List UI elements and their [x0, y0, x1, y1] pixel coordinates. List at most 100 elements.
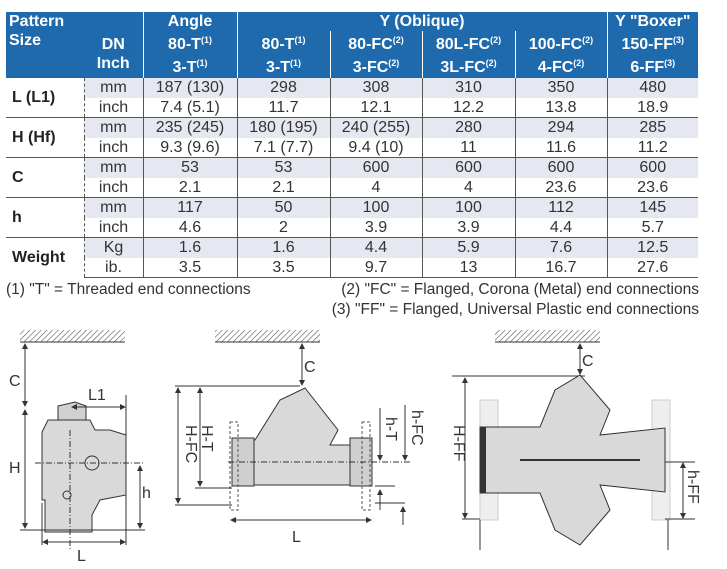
- angle-header: Angle: [142, 12, 237, 31]
- valve-dimensions-table: Pattern Angle Y (Oblique) Y "Boxer" Size…: [6, 12, 698, 278]
- angle-valve-diagram: C L1 H h L: [9, 330, 151, 565]
- cell: 280: [421, 117, 515, 138]
- cell: 100: [421, 197, 515, 218]
- model-header: 150-FF(3)6-FF(3): [606, 31, 698, 78]
- cell: 294: [514, 117, 607, 138]
- cell: 7.4 (5.1): [142, 97, 237, 118]
- cell: 180 (195): [236, 117, 330, 138]
- unit: inch: [98, 218, 129, 236]
- model-dn: 150-FF: [621, 36, 674, 53]
- cell: 11.6: [514, 137, 607, 158]
- cell: 5.9: [421, 237, 515, 258]
- dn-label: DN: [101, 36, 125, 53]
- row-label: Weight: [6, 237, 85, 278]
- model-inch: 6-FF: [630, 59, 665, 76]
- cell: 298: [236, 77, 330, 98]
- cell: 9.4 (10): [329, 137, 422, 158]
- boxer-h-ff-small-label: h-FF: [684, 470, 701, 504]
- cell: 7.6: [514, 237, 607, 258]
- cell: 7.1 (7.7): [236, 137, 330, 158]
- footnote-ref: (3): [664, 58, 676, 68]
- model-header: 80L-FC(2)3L-FC(2): [421, 31, 515, 78]
- footnote-ref: (2): [485, 58, 497, 68]
- size-header: Size: [6, 31, 84, 78]
- model-inch: 3-T: [266, 59, 290, 76]
- cell: 23.6: [514, 177, 607, 198]
- cell: 11.7: [236, 97, 330, 118]
- cell: 2.1: [236, 177, 330, 198]
- cell: 50: [236, 197, 330, 218]
- boxer-header: Y "Boxer": [606, 12, 698, 31]
- footnote-ref: (2): [392, 35, 404, 45]
- footnote-ref: (1): [290, 58, 301, 68]
- cell: 4.6: [142, 217, 237, 238]
- model-header: 100-FC(2)4-FC(2): [514, 31, 607, 78]
- cell: 4: [329, 177, 422, 198]
- oblique-h-fc-label: H-FC: [182, 425, 199, 463]
- cell: 480: [606, 77, 698, 98]
- cell: 27.6: [606, 257, 698, 278]
- cell: 4.4: [514, 217, 607, 238]
- cell: 112: [514, 197, 607, 218]
- footnote-ref: (3): [673, 35, 685, 45]
- cell: 1.6: [236, 237, 330, 258]
- unit: ib.: [84, 257, 143, 278]
- cell: 2.1: [142, 177, 237, 198]
- boxer-valve-diagram: C H-FF h-FF: [450, 330, 701, 550]
- angle-small-h-label: h: [142, 485, 151, 502]
- unit: inch: [98, 178, 129, 196]
- oblique-h-t-label: H-T: [198, 425, 215, 452]
- model-inch: 4-FC: [537, 59, 574, 76]
- cell: 16.7: [514, 257, 607, 278]
- cell: 600: [421, 157, 515, 178]
- footnote-3: (3) "FF" = Flanged, Universal Plastic en…: [331, 301, 699, 318]
- cell: 12.1: [329, 97, 422, 118]
- inch-label: Inch: [96, 55, 130, 72]
- unit: mm: [84, 77, 143, 98]
- footnote-ref: (1): [196, 58, 208, 68]
- angle-l-label: L: [77, 548, 86, 565]
- footnote-2: (2) "FC" = Flanged, Corona (Metal) end c…: [341, 281, 699, 298]
- model-inch: 3L-FC: [440, 59, 486, 76]
- cell: 3.5: [236, 257, 330, 278]
- cell: 235 (245): [142, 117, 237, 138]
- valve-diagrams: C L1 H h L C H-FC H-T h-T h-FC: [9, 330, 701, 565]
- row-label: C: [6, 157, 85, 198]
- cell: 350: [514, 77, 607, 98]
- cell: 11: [421, 137, 515, 158]
- cell: 310: [421, 77, 515, 98]
- model-dn: 80L-FC: [435, 36, 491, 53]
- cell: 308: [329, 77, 422, 98]
- angle-l1-label: L1: [88, 387, 106, 404]
- footnote-ref: (2): [490, 35, 502, 45]
- footnote-ref: (2): [582, 35, 594, 45]
- cell: 12.2: [421, 97, 515, 118]
- model-dn: 80-T: [261, 36, 295, 53]
- oblique-h-fc-small-label: h-FC: [408, 410, 425, 446]
- oblique-h-t-small-label: h-T: [382, 417, 399, 441]
- model-header: 80-FC(2)3-FC(2): [329, 31, 422, 78]
- unit: inch: [98, 138, 129, 156]
- cell: 240 (255): [329, 117, 422, 138]
- model-header: 80-T(1)3-T(1): [236, 31, 330, 78]
- cell: 13: [421, 257, 515, 278]
- cell: 12.5: [606, 237, 698, 258]
- cell: 4: [421, 177, 515, 198]
- unit: Kg: [84, 237, 143, 258]
- row-label: H (Hf): [6, 117, 85, 158]
- model-dn: 80-FC: [348, 36, 393, 53]
- cell: 2: [236, 217, 330, 238]
- cell: 600: [606, 157, 698, 178]
- cell: 100: [329, 197, 422, 218]
- cell: 4.4: [329, 237, 422, 258]
- cell: 18.9: [606, 97, 698, 118]
- oblique-l-label: L: [292, 529, 301, 546]
